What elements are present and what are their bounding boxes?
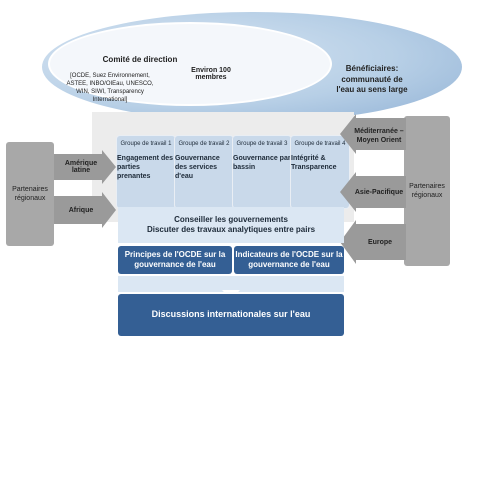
advise-line-1: Conseiller les gouvernements <box>174 214 288 224</box>
region-africa: Afrique <box>68 206 94 214</box>
working-group-4: Groupe de travail 4 Intégrité & Transpar… <box>290 135 350 209</box>
beneficiaries-label: Bénéficiaires: communauté de l'eau au se… <box>336 64 408 95</box>
advise-line-2: Discuter des travaux analytiques entre p… <box>146 225 316 234</box>
working-group-2-head: Groupe de travail 2 <box>178 141 230 147</box>
working-group-2-title: Gouvernance des services d'eau <box>175 155 220 180</box>
working-group-3: Groupe de travail 3 Gouvernance par bass… <box>232 135 292 209</box>
region-asia-pacific: Asie-Pacifique <box>354 188 404 196</box>
indicators-label: Indicateurs de l'OCDE sur la gouvernance… <box>235 250 343 269</box>
working-group-1-title: Engagement des parties prenantes <box>117 155 174 180</box>
right-partners-panel: Partenaires régionaux <box>404 116 450 266</box>
indicators-box: Indicateurs de l'OCDE sur la gouvernance… <box>234 246 344 274</box>
left-arrow-africa <box>54 192 116 228</box>
working-group-1-head: Groupe de travail 1 <box>120 141 172 147</box>
principles-label: Principes de l'OCDE sur la gouvernance d… <box>124 250 226 269</box>
committee-title: Comité de direction <box>102 54 178 64</box>
left-arrows <box>54 150 116 228</box>
left-arrow-latin <box>54 150 116 184</box>
region-mediterranean: Méditerranée – Moyen Orient <box>354 127 404 144</box>
members-count: Environ 100 membres <box>191 67 231 81</box>
right-arrow-europe <box>340 220 406 264</box>
working-group-4-title: Intégrité & Transparence <box>291 155 337 171</box>
working-group-3-head: Groupe de travail 3 <box>236 141 288 147</box>
connector-strip <box>118 276 344 292</box>
right-arrows <box>340 114 406 264</box>
principles-box: Principes de l'OCDE sur la gouvernance d… <box>118 246 232 274</box>
working-group-1: Groupe de travail 1 Engagement des parti… <box>116 135 176 209</box>
working-group-4-head: Groupe de travail 4 <box>294 141 346 147</box>
committee-members: [OCDE, Suez Environnement, ASTEE, INBO/O… <box>66 72 154 104</box>
discussions-box: Discussions internationales sur l'eau <box>118 294 344 336</box>
committee-ellipse <box>48 22 332 106</box>
left-partners-label: Partenaires régionaux <box>12 185 48 202</box>
advise-box: Conseiller les gouvernements Discuter de… <box>118 207 344 243</box>
right-arrow-asia <box>340 172 406 212</box>
right-arrow-mena <box>340 114 406 154</box>
working-group-3-title: Gouvernance par bassin <box>233 155 291 171</box>
working-group-2: Groupe de travail 2 Gouvernance des serv… <box>174 135 234 209</box>
discussions-label: Discussions internationales sur l'eau <box>151 309 311 320</box>
left-partners-panel: Partenaires régionaux <box>6 142 54 246</box>
region-europe: Europe <box>367 238 393 246</box>
region-latin-america: Amérique latine <box>64 160 98 174</box>
right-partners-label: Partenaires régionaux <box>409 182 445 199</box>
